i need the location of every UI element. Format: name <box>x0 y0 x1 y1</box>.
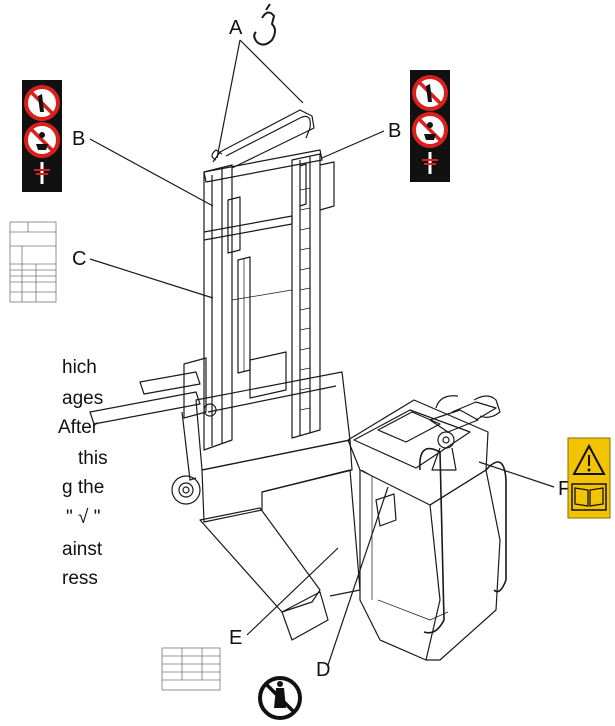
capacity-label-plate <box>9 221 57 303</box>
callout-d: D <box>316 659 331 681</box>
text-fragment-1: hich <box>62 357 97 378</box>
callout-c: C <box>72 248 87 270</box>
callout-b-right: B <box>388 120 402 142</box>
text-fragment-3: After <box>58 417 99 438</box>
callout-f: F <box>558 478 571 500</box>
no-riding-placard <box>258 676 302 720</box>
text-fragment-4: this <box>78 448 108 469</box>
text-fragment-7: ainst <box>62 539 103 560</box>
no-standing-under-load-placard-left <box>22 80 62 192</box>
callout-a: A <box>229 17 243 39</box>
read-manual-icon <box>568 480 610 518</box>
no-standing-under-load-placard-right <box>410 70 450 182</box>
warning-triangle-icon <box>568 438 610 480</box>
text-fragment-8: ress <box>62 568 98 589</box>
text-fragment-5: g the <box>62 477 105 498</box>
text-fragment-2: ages <box>62 388 104 409</box>
callout-e: E <box>229 627 243 649</box>
no-standing-under-load-icon-left <box>22 80 62 192</box>
callout-b-left: B <box>72 128 86 150</box>
no-standing-under-load-icon-right <box>410 70 450 182</box>
lifting-hook-icon <box>253 3 276 46</box>
text-fragment-6: " √ " <box>66 507 101 528</box>
warning-and-manual-placard <box>567 437 611 519</box>
nameplate-label <box>161 647 221 691</box>
no-riding-icon <box>260 678 300 718</box>
